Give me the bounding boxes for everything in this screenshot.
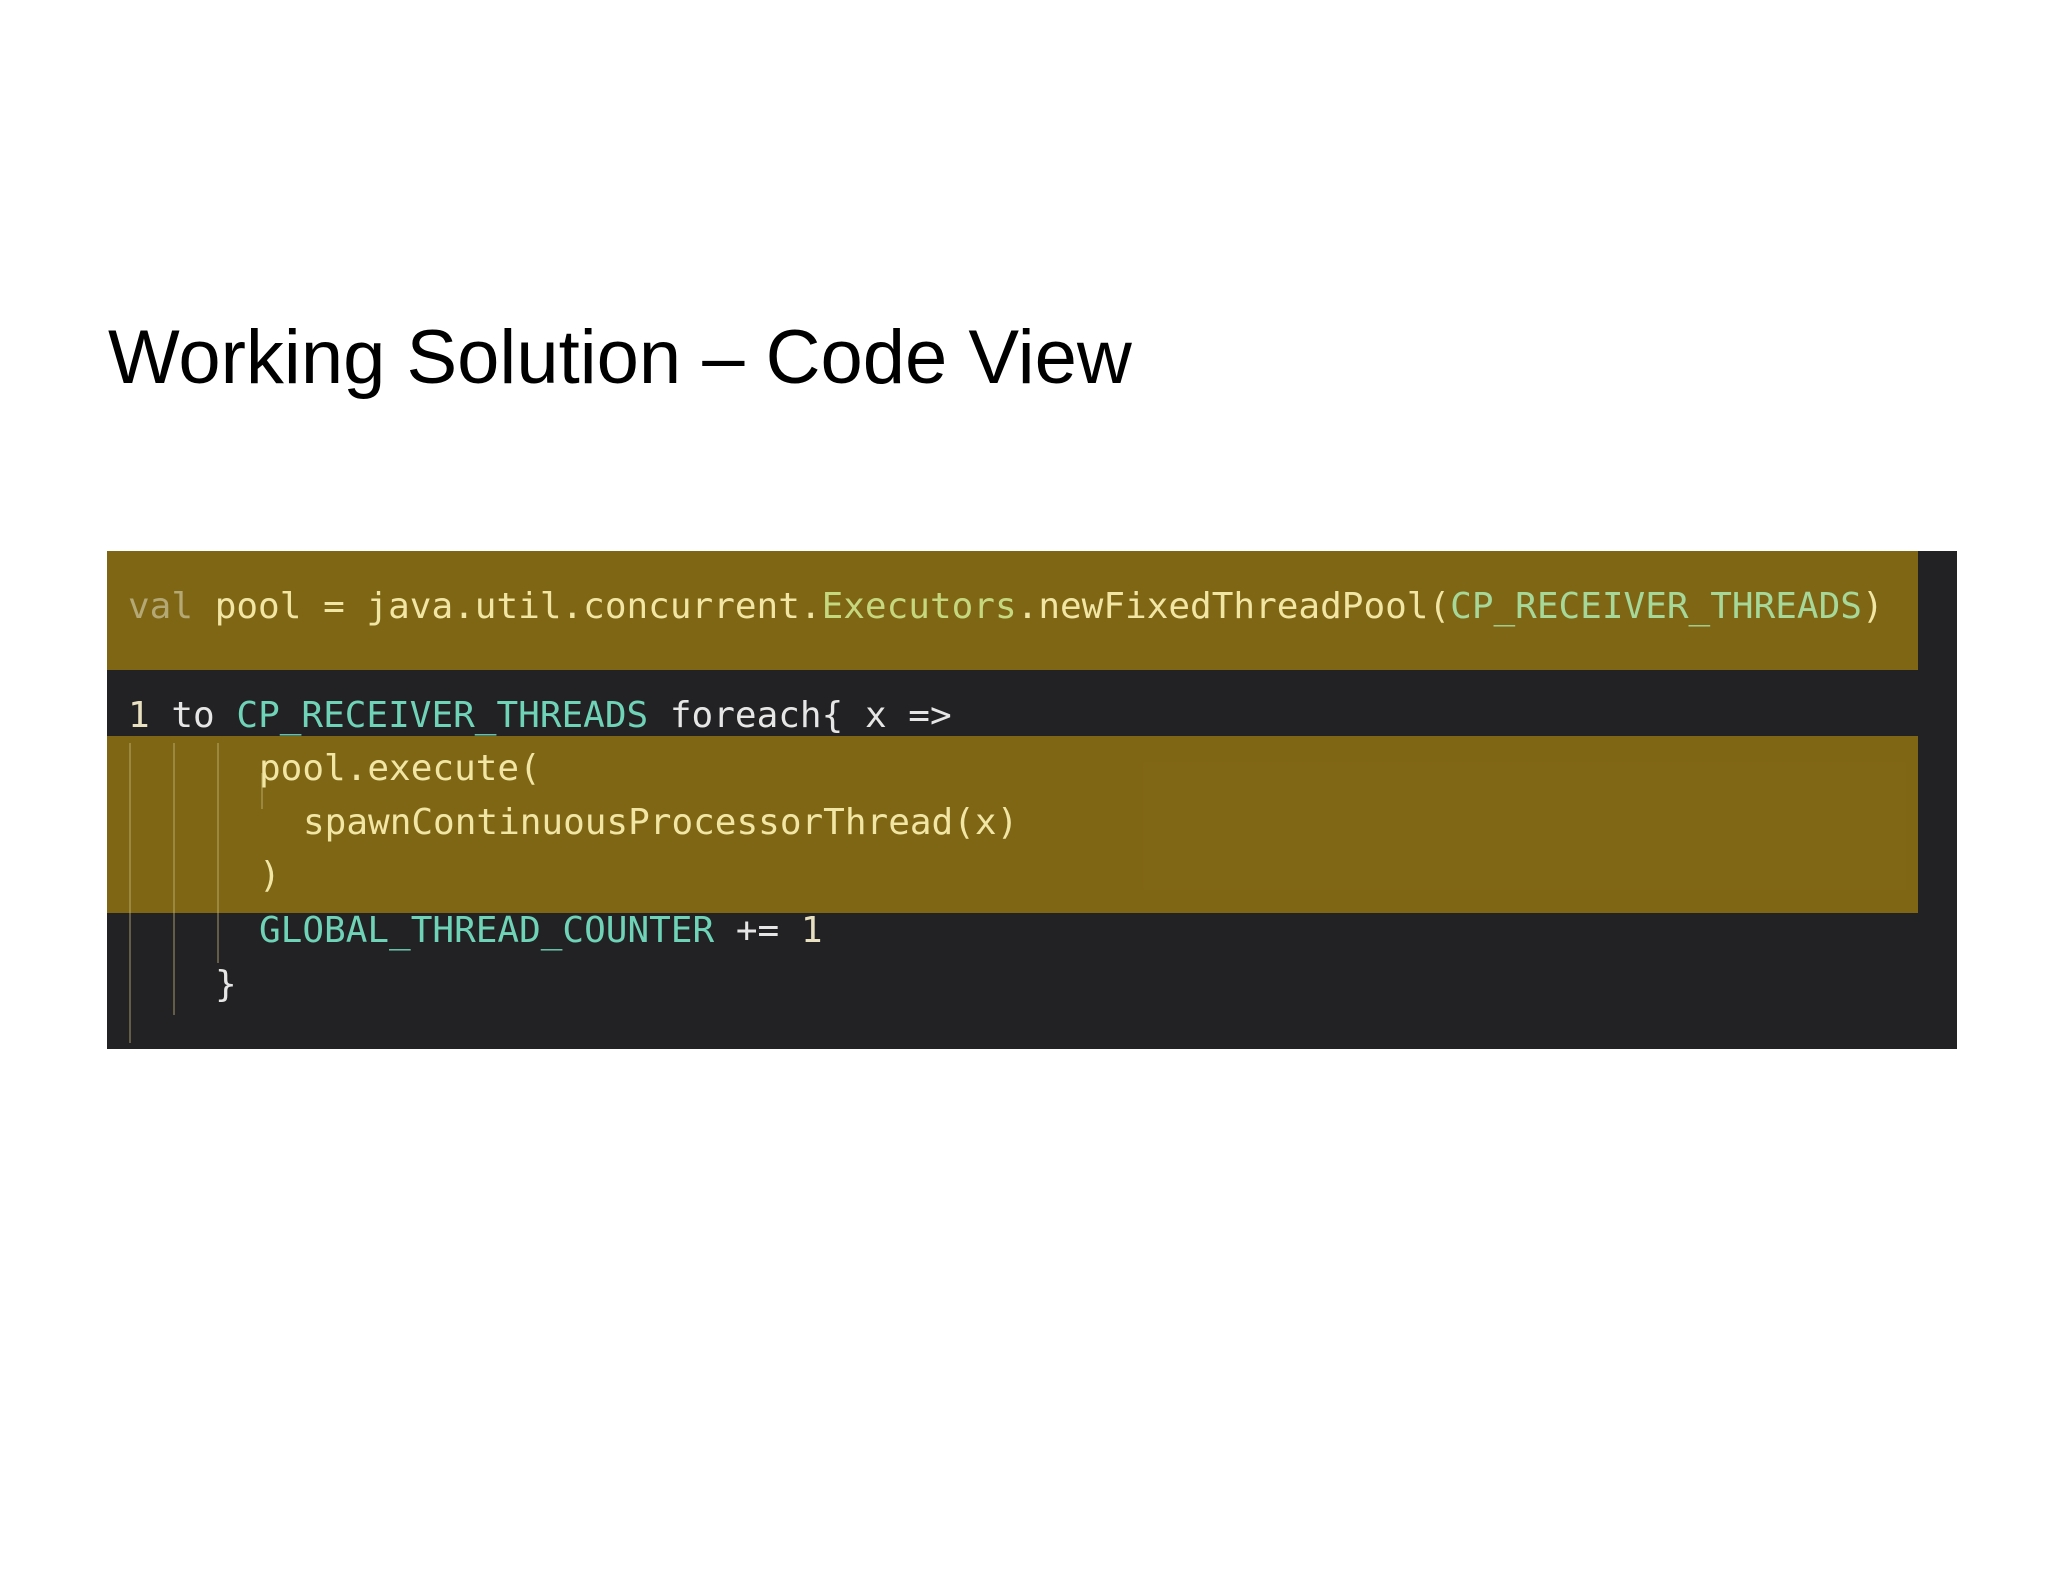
indent-guide bbox=[173, 743, 175, 1015]
code-block: val pool = java.util.concurrent.Executor… bbox=[107, 551, 1957, 1049]
class-name: Executors bbox=[821, 586, 1017, 627]
indent-guide bbox=[217, 743, 219, 963]
code-text: pool = java.util.concurrent. bbox=[193, 586, 822, 627]
slide-title: Working Solution – Code View bbox=[108, 315, 1132, 400]
keyword-to: to bbox=[149, 695, 237, 736]
code-highlight-pool-execute bbox=[107, 736, 1918, 913]
method-call: .newFixedThreadPool( bbox=[1016, 586, 1451, 627]
constant-name: CP_RECEIVER_THREADS bbox=[1450, 586, 1862, 627]
constant-name: CP_RECEIVER_THREADS bbox=[236, 695, 649, 736]
code-line-3: pool.execute( bbox=[259, 748, 541, 789]
code-line-6: GLOBAL_THREAD_COUNTER += 1 bbox=[259, 913, 823, 949]
code-line-2: 1 to CP_RECEIVER_THREADS foreach{ x => bbox=[128, 698, 952, 734]
code-line-1: val pool = java.util.concurrent.Executor… bbox=[128, 589, 1884, 625]
keyword-val: val bbox=[128, 586, 194, 627]
code-line-5: ) bbox=[259, 855, 281, 896]
indent-guide bbox=[261, 773, 263, 809]
indent-guide bbox=[129, 743, 131, 1043]
code-highlight-val-pool bbox=[107, 551, 1918, 670]
code-line-4: spawnContinuousProcessorThread(x) bbox=[303, 802, 1019, 843]
code-text: foreach{ x => bbox=[648, 695, 952, 736]
operator: += bbox=[714, 910, 801, 951]
code-line-7: } bbox=[215, 964, 237, 1005]
code-text: ) bbox=[1861, 586, 1884, 627]
number-literal: 1 bbox=[128, 695, 150, 736]
number-literal: 1 bbox=[800, 910, 823, 951]
constant-name: GLOBAL_THREAD_COUNTER bbox=[259, 910, 715, 951]
